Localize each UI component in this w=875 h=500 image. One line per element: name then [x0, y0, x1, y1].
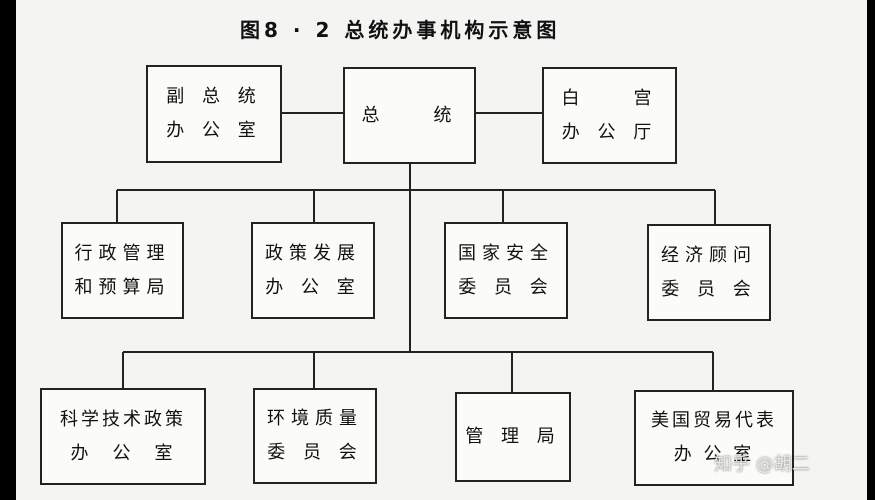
box-line: 国家安全 [458, 242, 554, 264]
box-line: 办 公 室 [166, 120, 262, 141]
box-line: 委 员 会 [458, 276, 554, 298]
box-line: 办 公 室 [70, 442, 176, 464]
box-line: 环境质量 [267, 408, 363, 429]
box-line: 科学技术政策 [60, 408, 186, 430]
president-box: 总 统 [343, 67, 476, 164]
left-scan-border [0, 0, 16, 500]
vice-president-office-box: 副 总 统 办 公 室 [146, 65, 282, 163]
watermark: 知乎 @胡二 [714, 454, 810, 475]
box-line: 办 公 厅 [561, 121, 658, 143]
national-security-council-box: 国家安全 委 员 会 [444, 222, 568, 319]
box-line: 总 统 [361, 104, 458, 126]
box-line: 副 总 统 [166, 86, 262, 107]
box-line: 经济顾问 [661, 244, 757, 266]
science-technology-policy-box: 科学技术政策 办 公 室 [40, 388, 206, 485]
box-line: 和预算局 [74, 276, 171, 298]
box-line: 管 理 局 [465, 426, 561, 447]
right-scan-border [867, 0, 875, 500]
diagram-title: 图8 · 2 总统办事机构示意图 [240, 18, 561, 42]
trade-representative-box: 美国贸易代表 办 公 室 [634, 390, 794, 486]
economic-advisers-box: 经济顾问 委 员 会 [647, 224, 771, 321]
environmental-quality-box: 环境质量 委 员 会 [253, 388, 377, 484]
box-line: 美国贸易代表 [651, 410, 777, 431]
omb-box: 行政管理 和预算局 [61, 222, 184, 319]
box-line: 白 宫 [561, 87, 658, 109]
box-line: 委 员 会 [267, 442, 363, 463]
white-house-office-box: 白 宫 办 公 厅 [542, 67, 677, 164]
box-line: 政策发展 [265, 242, 361, 264]
administration-box: 管 理 局 [455, 392, 571, 482]
policy-development-box: 政策发展 办 公 室 [251, 222, 375, 319]
box-line: 行政管理 [74, 242, 171, 264]
box-line: 办 公 室 [673, 444, 755, 465]
box-line: 办 公 室 [265, 276, 361, 298]
box-line: 委 员 会 [661, 278, 757, 300]
